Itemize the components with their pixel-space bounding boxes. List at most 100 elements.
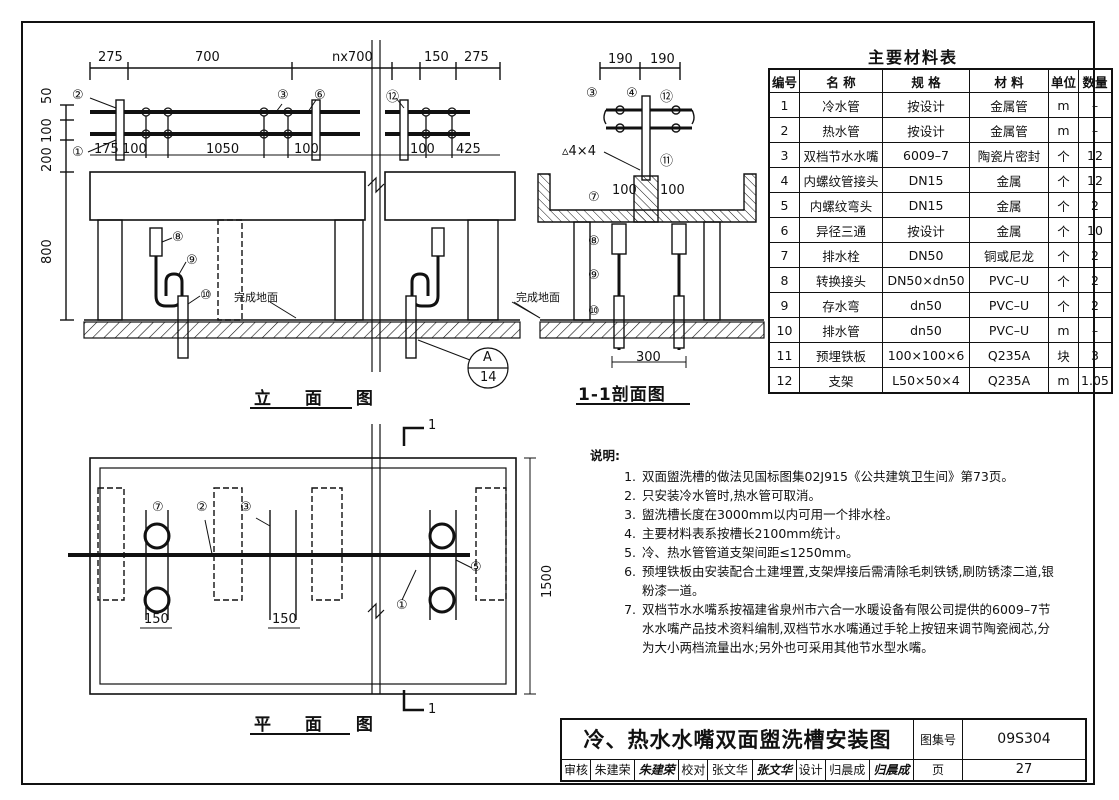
callout-marker: ⑩ [588, 304, 600, 319]
note-item: 只安装冷水管时,热水管可取消。 [640, 486, 1058, 505]
dim-label: 175 [94, 142, 119, 157]
notes-heading: 说明: [590, 448, 620, 463]
callout-marker: ⑪ [660, 154, 674, 169]
table-cell: DN15 [882, 167, 971, 193]
review-label: 审核 [560, 758, 592, 782]
page-number: 27 [962, 758, 1087, 782]
notes-list: 双面盥洗槽的做法见国标图集02J915《公共建筑卫生间》第73页。 只安装冷水管… [588, 467, 1058, 657]
table-cell: – [1078, 117, 1113, 143]
note-item: 主要材料表系按槽长2100mm统计。 [640, 524, 1058, 543]
elevation-title: 立 面 图 [254, 389, 387, 409]
dim-label: 100 [122, 142, 147, 157]
callout-marker: ⑧ [588, 234, 600, 249]
dim-label: 100 [294, 142, 319, 157]
table-header-cell: 数量 [1078, 68, 1113, 93]
table-header-cell: 名 称 [799, 68, 884, 93]
table-cell: Q235A [969, 367, 1050, 394]
dim-label: 190 [608, 52, 633, 67]
section-mark: 1 [428, 418, 437, 433]
table-cell: 存水弯 [799, 292, 884, 318]
table-cell: PVC–U [969, 267, 1050, 293]
table-cell: 支架 [799, 367, 884, 394]
designer-name: 归晨成 [824, 758, 870, 782]
table-cell: 2 [1078, 242, 1113, 268]
reviewer-signature: 朱建荣 [634, 758, 680, 782]
note-item: 盥洗槽长度在3000mm以内可用一个排水栓。 [640, 505, 1058, 524]
table-cell: 12 [1078, 167, 1113, 193]
check-label: 校对 [678, 758, 709, 782]
title-block: 冷、热水水嘴双面盥洗槽安装图 图集号 09S304 审核 朱建荣 朱建荣 校对 … [560, 718, 1087, 782]
table-cell: 个 [1048, 217, 1080, 243]
table-cell: 10 [768, 317, 801, 343]
table-cell: 个 [1048, 192, 1080, 218]
dim-label: 100 [612, 183, 637, 198]
dim-label: 150 [144, 612, 169, 627]
table-cell: 4 [768, 167, 801, 193]
table-cell: 3 [768, 142, 801, 168]
table-cell: 2 [1078, 192, 1113, 218]
table-cell: 6009–7 [882, 142, 971, 168]
dim-label: 1500 [540, 564, 555, 598]
callout-marker: ③ [240, 500, 252, 515]
dim-label: 150 [424, 50, 449, 65]
table-cell: 按设计 [882, 92, 971, 118]
table-cell: – [1078, 317, 1113, 343]
section-view [511, 62, 765, 405]
dim-label: 800 [40, 239, 55, 264]
callout-marker: ① [72, 145, 84, 160]
notes-section: 说明: 双面盥洗槽的做法见国标图集02J915《公共建筑卫生间》第73页。 只安… [588, 446, 1058, 657]
table-header-cell: 材 料 [969, 68, 1050, 93]
table-cell: m [1048, 117, 1080, 143]
dim-label: 425 [456, 142, 481, 157]
dim-label: 700 [195, 50, 220, 65]
checker-name: 张文华 [707, 758, 753, 782]
table-cell: 6 [768, 217, 801, 243]
table-cell: 9 [768, 292, 801, 318]
callout-marker: ⑤ [470, 560, 482, 575]
note-item: 双面盥洗槽的做法见国标图集02J915《公共建筑卫生间》第73页。 [640, 467, 1058, 486]
table-cell: m [1048, 367, 1080, 394]
table-cell: 热水管 [799, 117, 884, 143]
detail-ref-bottom: 14 [480, 370, 497, 385]
atlas-number: 09S304 [962, 718, 1087, 760]
callout-marker: ③ [277, 88, 289, 103]
callout-marker: ② [196, 500, 208, 515]
table-cell: 内螺纹管接头 [799, 167, 884, 193]
dim-label: 190 [650, 52, 675, 67]
table-cell: L50×50×4 [882, 367, 971, 394]
section-title: 1-1剖面图 [578, 385, 666, 405]
design-label: 设计 [795, 758, 826, 782]
table-cell: 10 [1078, 217, 1113, 243]
plan-title: 平 面 图 [254, 715, 387, 735]
note-item: 冷、热水管管道支架间距≤1250mm。 [640, 543, 1058, 562]
dim-label: 1050 [206, 142, 240, 157]
callout-marker: ⑫ [660, 90, 674, 105]
callout-marker: ① [396, 598, 408, 613]
table-cell: 7 [768, 242, 801, 268]
callout-marker: ③ [586, 86, 598, 101]
floor-label: 完成地面 [516, 291, 560, 304]
table-cell: 个 [1048, 167, 1080, 193]
callout-marker: ④ [626, 86, 638, 101]
table-cell: 12 [768, 367, 801, 394]
table-header-cell: 规 格 [882, 68, 971, 93]
plan-view [68, 424, 536, 735]
checker-signature: 张文华 [751, 758, 797, 782]
table-cell: PVC–U [969, 292, 1050, 318]
table-cell: 金属 [969, 217, 1050, 243]
table-cell: 内螺纹弯头 [799, 192, 884, 218]
table-cell: DN50×dn50 [882, 267, 971, 293]
table-cell: 异径三通 [799, 217, 884, 243]
page-label: 页 [913, 758, 963, 782]
table-cell: 陶瓷片密封 [969, 142, 1050, 168]
table-cell: PVC–U [969, 317, 1050, 343]
section-mark: 1 [428, 702, 437, 717]
